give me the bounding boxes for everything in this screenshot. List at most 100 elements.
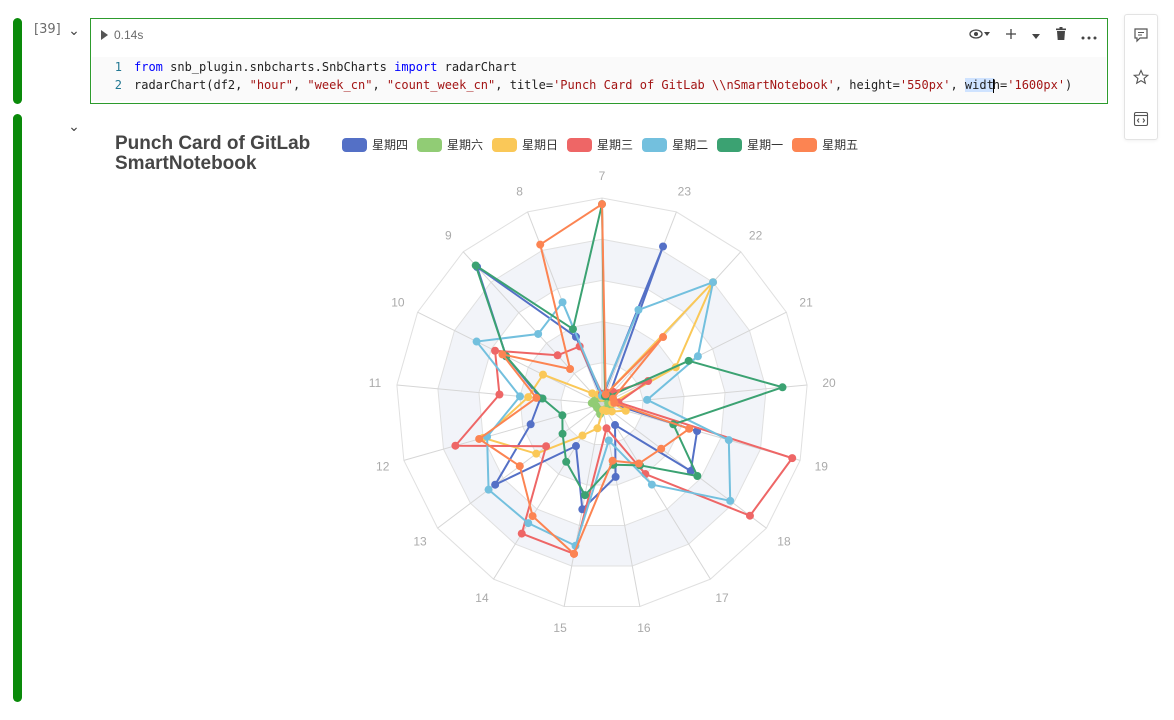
- series-point: [471, 261, 480, 270]
- radar-axis-label: 22: [749, 229, 763, 243]
- series-point: [491, 480, 500, 489]
- radar-axis-line: [601, 384, 808, 405]
- legend-label: 星期四: [372, 138, 409, 152]
- legend-label: 星期二: [672, 138, 709, 152]
- series-point: [553, 351, 562, 360]
- chart-title: Punch Card of GitLab SmartNotebook: [115, 133, 311, 174]
- series-point: [659, 333, 668, 342]
- radar-axis-label: 12: [376, 459, 390, 473]
- radar-axis-label: 23: [678, 184, 692, 198]
- series-point: [647, 480, 656, 489]
- run-cell-icon[interactable]: [101, 30, 108, 40]
- legend-swatch: [792, 137, 818, 152]
- code-view-icon[interactable]: [1133, 111, 1149, 127]
- series-line: [482, 281, 715, 455]
- series-point: [686, 467, 695, 476]
- legend-label: 星期三: [597, 138, 634, 152]
- radar-axis-label: 14: [475, 591, 489, 605]
- series-point: [498, 350, 507, 359]
- series-point: [778, 383, 787, 392]
- series-point: [724, 436, 733, 445]
- code-token: , height=: [834, 78, 900, 92]
- series-point: [599, 406, 608, 415]
- radar-axis-line: [601, 251, 742, 405]
- execution-count: [39]: [34, 22, 61, 37]
- series-point: [538, 370, 547, 379]
- legend-item[interactable]: 星期五: [792, 136, 858, 153]
- series-point: [726, 496, 735, 505]
- series-point: [611, 421, 620, 430]
- cell-toolbar: [969, 27, 1097, 43]
- series-point: [568, 325, 577, 334]
- series-line: [478, 203, 691, 555]
- radar-axis-line: [563, 403, 603, 607]
- series-point: [569, 549, 578, 558]
- radar-axis-label: 19: [815, 459, 829, 473]
- keyword-import: import: [394, 60, 438, 74]
- series-point: [588, 389, 597, 398]
- code-string: '550px': [899, 78, 951, 92]
- series-point: [532, 393, 541, 402]
- module-path: snb_plugin.snbcharts.SnbCharts: [162, 60, 395, 74]
- star-icon[interactable]: [1132, 69, 1150, 85]
- cell-side-panel: [1124, 14, 1158, 140]
- legend-item[interactable]: 星期日: [492, 136, 558, 153]
- collapse-output-chevron-icon[interactable]: ⌄: [68, 118, 80, 134]
- line-number: 2: [114, 78, 122, 92]
- series-line: [475, 281, 732, 547]
- code-token: ,: [372, 78, 387, 92]
- legend-label: 星期五: [822, 138, 859, 152]
- series-point: [475, 434, 484, 443]
- code-token: h=: [992, 78, 1008, 92]
- add-cell-icon[interactable]: [1005, 27, 1017, 43]
- legend-swatch: [717, 137, 743, 152]
- series-point: [593, 424, 602, 433]
- series-point: [634, 459, 643, 468]
- more-options-icon[interactable]: [1081, 27, 1097, 43]
- legend-label: 星期日: [522, 138, 559, 152]
- series-point: [788, 454, 797, 463]
- legend-label: 星期一: [747, 138, 784, 152]
- radar-axis-label: 7: [599, 169, 606, 183]
- series-point: [621, 406, 630, 415]
- legend-item[interactable]: 星期三: [567, 136, 633, 153]
- series-point: [524, 519, 533, 528]
- radar-axis-line: [417, 311, 603, 405]
- series-point: [634, 305, 643, 314]
- code-string: "week_cn": [307, 78, 373, 92]
- text-cursor: [992, 78, 994, 93]
- comment-icon[interactable]: [1133, 27, 1149, 43]
- series-point: [484, 485, 493, 494]
- cell-status: 0.14s: [101, 28, 143, 42]
- code-token: ,: [292, 78, 308, 92]
- legend-item[interactable]: 星期一: [717, 136, 783, 153]
- legend-item[interactable]: 星期二: [642, 136, 708, 153]
- series-point: [495, 390, 504, 399]
- series-point: [693, 472, 702, 481]
- code-string: 'Punch Card of GitLab \\nSmartNotebook': [553, 78, 835, 92]
- series-point: [745, 511, 754, 520]
- collapse-input-chevron-icon[interactable]: ⌄: [68, 22, 80, 38]
- series-point: [685, 424, 694, 433]
- series-point: [709, 278, 718, 287]
- dropdown-caret-icon[interactable]: [1031, 27, 1041, 43]
- legend-item[interactable]: 星期六: [417, 136, 483, 153]
- series-point: [604, 436, 613, 445]
- code-token: , title=: [495, 78, 554, 92]
- legend-item[interactable]: 星期四: [342, 136, 408, 153]
- series-point: [657, 444, 666, 453]
- series-point: [472, 337, 481, 346]
- trash-icon[interactable]: [1055, 27, 1067, 43]
- radar-axis-label: 20: [822, 376, 836, 390]
- radar-axis-label: 11: [369, 376, 382, 390]
- series-point: [536, 240, 545, 249]
- series-point: [598, 200, 606, 209]
- series-point: [451, 441, 460, 450]
- series-point: [610, 398, 619, 407]
- series-point: [515, 462, 524, 471]
- eye-icon[interactable]: [969, 27, 991, 43]
